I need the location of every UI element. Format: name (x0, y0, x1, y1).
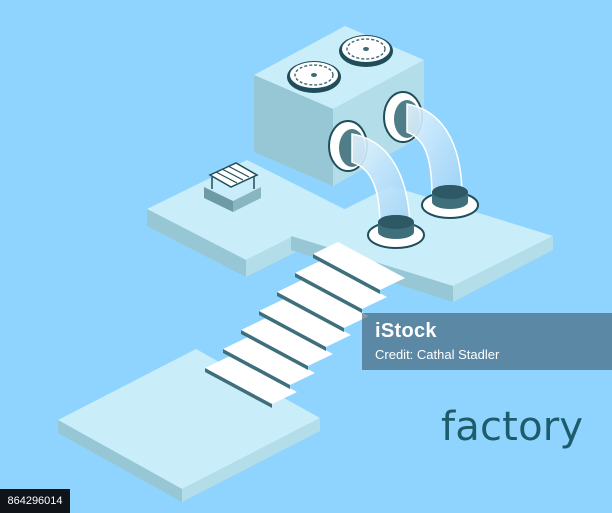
stairs (205, 242, 405, 408)
watermark-credit: Credit: Cathal Stadler (375, 347, 500, 362)
floor-drains (367, 185, 479, 249)
fan-icon (287, 61, 341, 93)
watermark-logo: iStock (375, 320, 437, 342)
fan-icon (339, 35, 393, 67)
ventilation-grille-icon (204, 162, 261, 212)
caption-title: factory (441, 404, 584, 450)
watermark-overlay: iStock Credit: Cathal Stadler (362, 313, 612, 370)
stock-id-badge: 864296014 (0, 489, 70, 513)
